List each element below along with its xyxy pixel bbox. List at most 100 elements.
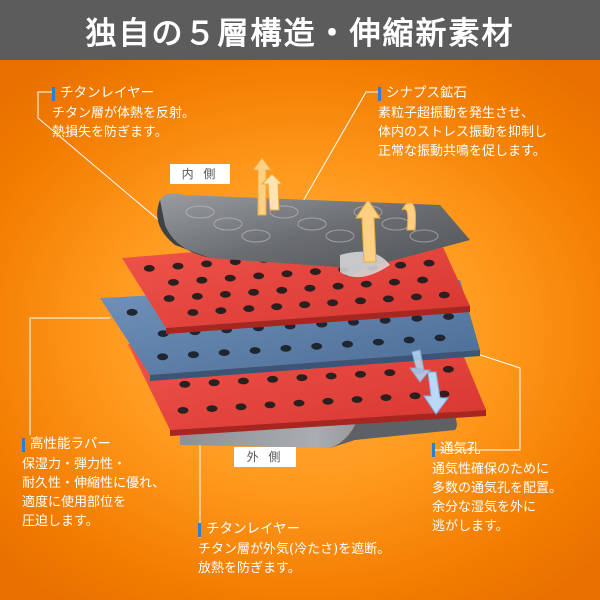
- vent-hole: [191, 293, 203, 300]
- vent-hole: [264, 401, 276, 409]
- heading-bar: [52, 86, 55, 101]
- vent-hole: [442, 365, 454, 373]
- vent-hole: [372, 338, 384, 346]
- vent-hole: [384, 369, 396, 377]
- vent-hole: [201, 260, 213, 268]
- vent-hole: [157, 330, 169, 337]
- synapse-pattern: [185, 205, 215, 219]
- synapse-pattern: [241, 229, 271, 243]
- vent-hole: [423, 259, 435, 267]
- heading-bar: [198, 522, 201, 537]
- callout-vent-heading: 通気孔: [432, 440, 562, 459]
- vent-hole: [177, 407, 189, 414]
- vent-hole: [208, 379, 220, 387]
- callout-synapse-heading: シナプス鉱石: [378, 84, 547, 103]
- vent-hole: [281, 270, 293, 278]
- callout-line: 多数の通気孔を配置。: [432, 481, 563, 496]
- synapse-pattern: [409, 229, 439, 243]
- callout-line: 放熱を防ぎます。: [198, 561, 301, 576]
- vent-hole: [382, 295, 394, 303]
- callout-titan-bottom-heading: チタンレイヤー: [198, 520, 390, 539]
- leader-synapse: [294, 91, 378, 216]
- heading-bar: [432, 442, 435, 457]
- callout-vent: 通気孔 通気性確保のために 多数の通気孔を配置。 余分な湿気を外に 逃がします。: [432, 440, 562, 536]
- leader-lines: [29, 91, 521, 538]
- arrow-down-icon: [409, 349, 449, 415]
- outer-side-label: 外 側: [234, 447, 296, 467]
- vent-hole: [409, 392, 421, 400]
- inner-side-label: 内 側: [170, 164, 230, 184]
- vent-hole: [276, 286, 288, 294]
- synapse-pattern: [269, 205, 299, 219]
- vent-hole: [187, 309, 199, 316]
- callout-line: 逃がします。: [432, 519, 509, 534]
- vent-hole: [172, 262, 184, 270]
- vent-hole: [351, 396, 363, 403]
- callout-heading-text: シナプス鉱石: [386, 85, 467, 101]
- page-title: 独自の５層構造・伸縮新素材: [85, 15, 515, 52]
- leader-titan-top: [37, 91, 201, 256]
- callout-line: 耐久性・伸縮性に優れ、: [22, 476, 166, 491]
- vent-hole: [380, 394, 392, 401]
- callout-line: 圧迫します。: [22, 514, 99, 529]
- vent-hole: [157, 353, 169, 361]
- callout-titan-bottom: チタンレイヤー チタン層が外気(冷たさ)を遮断。 放熱を防ぎます。: [198, 520, 390, 578]
- arrow-up-icon: [252, 157, 416, 263]
- vent-hole: [280, 345, 292, 352]
- titan-layer-top: [157, 193, 470, 278]
- callout-rubber-heading: 高性能ラバー: [22, 435, 165, 454]
- vent-hole: [196, 276, 208, 284]
- vent-hole: [304, 284, 316, 292]
- vent-hole: [253, 272, 265, 280]
- synapse-pattern: [325, 229, 355, 243]
- vent-hole: [237, 377, 249, 385]
- vent-hole: [360, 280, 372, 288]
- callout-titan-top: チタンレイヤー チタン層が体熱を反射。 熱損失を防ぎます。: [52, 84, 195, 142]
- callout-line: 余分な湿気を外に: [432, 500, 537, 515]
- vent-hole: [299, 301, 311, 309]
- vent-hole: [403, 336, 415, 344]
- vent-hole: [235, 403, 247, 411]
- vent-hole: [206, 405, 218, 412]
- vent-hole: [296, 374, 308, 382]
- vent-hole: [438, 390, 450, 398]
- callout-rubber: 高性能ラバー 保湿力・弾力性・ 耐久性・伸縮性に優れ、 適度に使用部位を 圧迫し…: [22, 435, 165, 531]
- vent-hole: [187, 351, 199, 359]
- vent-hole: [309, 268, 321, 275]
- vent-hole: [355, 297, 366, 305]
- leader-vent: [432, 344, 521, 451]
- synapse-pattern: [213, 217, 243, 231]
- callout-heading-text: チタンレイヤー: [206, 521, 301, 537]
- vent-hole: [219, 291, 231, 298]
- callout-heading-text: 高性能ラバー: [30, 436, 111, 452]
- callout-line: 正常な振動共鳴を促します。: [378, 144, 546, 159]
- vent-hole: [388, 278, 400, 286]
- vent-hole: [322, 397, 334, 405]
- vent-hole: [126, 308, 138, 316]
- vent-hole: [224, 274, 236, 282]
- vent-hole: [443, 313, 455, 320]
- heading-bar: [22, 437, 25, 452]
- vent-hole: [167, 279, 179, 286]
- vent-hole: [379, 316, 391, 324]
- callout-line: チタン層が体熱を反射。: [52, 106, 196, 121]
- vent-hole: [355, 370, 366, 378]
- vent-hole: [395, 261, 407, 269]
- vent-hole: [271, 303, 283, 311]
- leader-rubber: [29, 317, 110, 435]
- callout-line: 適度に使用部位を: [22, 495, 127, 510]
- vent-hole: [327, 299, 339, 307]
- vent-hole: [332, 282, 344, 290]
- vent-hole: [411, 315, 423, 322]
- callout-line: チタン層が外気(冷たさ)を遮断。: [198, 542, 391, 557]
- vent-hole: [293, 399, 305, 407]
- vent-hole: [248, 288, 260, 296]
- vent-hole: [410, 293, 422, 301]
- vent-hole: [218, 349, 230, 356]
- vent-hole: [267, 375, 279, 383]
- vent-hole: [215, 307, 227, 314]
- vent-hole: [243, 305, 255, 312]
- callout-line: 保湿力・弾力性・: [22, 457, 127, 472]
- callout-titan-top-heading: チタンレイヤー: [52, 84, 195, 103]
